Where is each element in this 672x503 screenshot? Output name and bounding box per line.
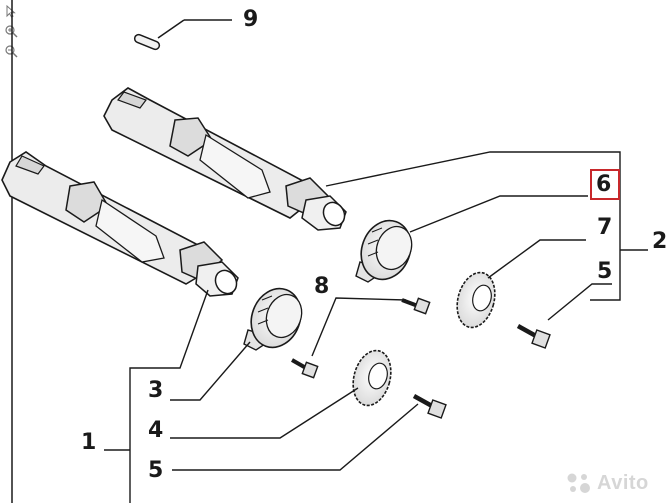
- callout-highlight-box: [590, 169, 620, 200]
- callout-8[interactable]: 8: [314, 274, 330, 299]
- sprocket-part-7: [456, 271, 496, 329]
- callout-9[interactable]: 9: [243, 7, 259, 32]
- avito-watermark-text: Avito: [597, 471, 649, 494]
- sprocket-part-4: [352, 349, 392, 407]
- camshaft-upper: [103, 87, 347, 231]
- callout-7[interactable]: 7: [597, 215, 613, 240]
- callout-5-upper[interactable]: 5: [597, 259, 613, 284]
- callout-5-lower[interactable]: 5: [148, 458, 164, 483]
- pin-part-9: [133, 19, 232, 51]
- pulley-part-3: [243, 287, 303, 351]
- leader-lines-part-8: [311, 297, 407, 357]
- viewer-toolbar: [4, 4, 20, 58]
- camshaft-lower: [1, 151, 239, 297]
- callout-6[interactable]: 6: [596, 172, 612, 197]
- callout-1[interactable]: 1: [81, 430, 97, 455]
- leader-lines-group-2: [325, 151, 648, 321]
- callout-3[interactable]: 3: [148, 378, 164, 403]
- avito-logo-icon: [567, 473, 590, 493]
- avito-watermark: Avito: [566, 470, 649, 496]
- leader-lines-group-1: [104, 289, 419, 503]
- callout-2[interactable]: 2: [652, 229, 668, 254]
- pulley-part-6: [355, 219, 413, 283]
- bolt-part-5-upper: [516, 324, 551, 349]
- bolt-part-8-lower: [291, 358, 319, 379]
- bolt-part-8-upper: [401, 297, 431, 315]
- bolt-part-5-lower: [412, 394, 447, 419]
- callout-4[interactable]: 4: [148, 418, 164, 443]
